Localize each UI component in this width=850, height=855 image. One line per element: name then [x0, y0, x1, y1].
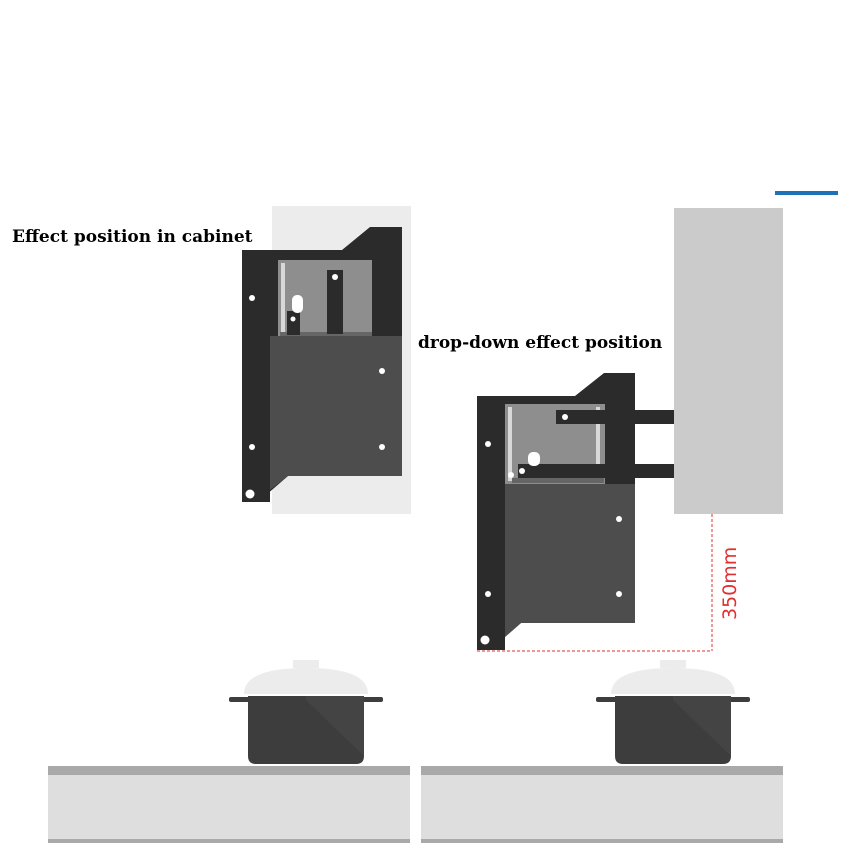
- screw-hole: [379, 368, 385, 374]
- screw-hole: [249, 295, 255, 301]
- screw-hole: [480, 635, 490, 645]
- screw-hole: [245, 489, 255, 499]
- screw-hole: [485, 441, 491, 447]
- left-basket-slide-bar: [287, 311, 300, 335]
- right-countertop: [421, 766, 783, 843]
- screw-hole: [562, 414, 568, 420]
- screw-hole: [379, 444, 385, 450]
- screw-hole: [485, 591, 491, 597]
- right-cabinet: [674, 208, 783, 514]
- dimension-marker: 350mm: [477, 514, 741, 652]
- screw-hole: [616, 591, 622, 597]
- right-caption: drop-down effect position: [418, 333, 663, 353]
- screw-hole: [519, 468, 525, 474]
- right-cabinet-scene: 350mm: [477, 208, 783, 652]
- left-basket-slide-bar: [327, 270, 343, 334]
- accent-line: [775, 191, 838, 195]
- left-countertop: [48, 766, 410, 843]
- screw-hole: [249, 444, 255, 450]
- right-basket: [477, 373, 674, 650]
- left-basket: [242, 227, 402, 502]
- screw-hole: [508, 472, 514, 478]
- left-cabinet-scene: [242, 206, 411, 514]
- dimension-label: 350mm: [719, 547, 741, 620]
- pot-icon: [229, 660, 383, 764]
- screw-hole: [616, 516, 622, 522]
- left-caption: Effect position in cabinet: [12, 227, 253, 247]
- pot-icon: [596, 660, 750, 764]
